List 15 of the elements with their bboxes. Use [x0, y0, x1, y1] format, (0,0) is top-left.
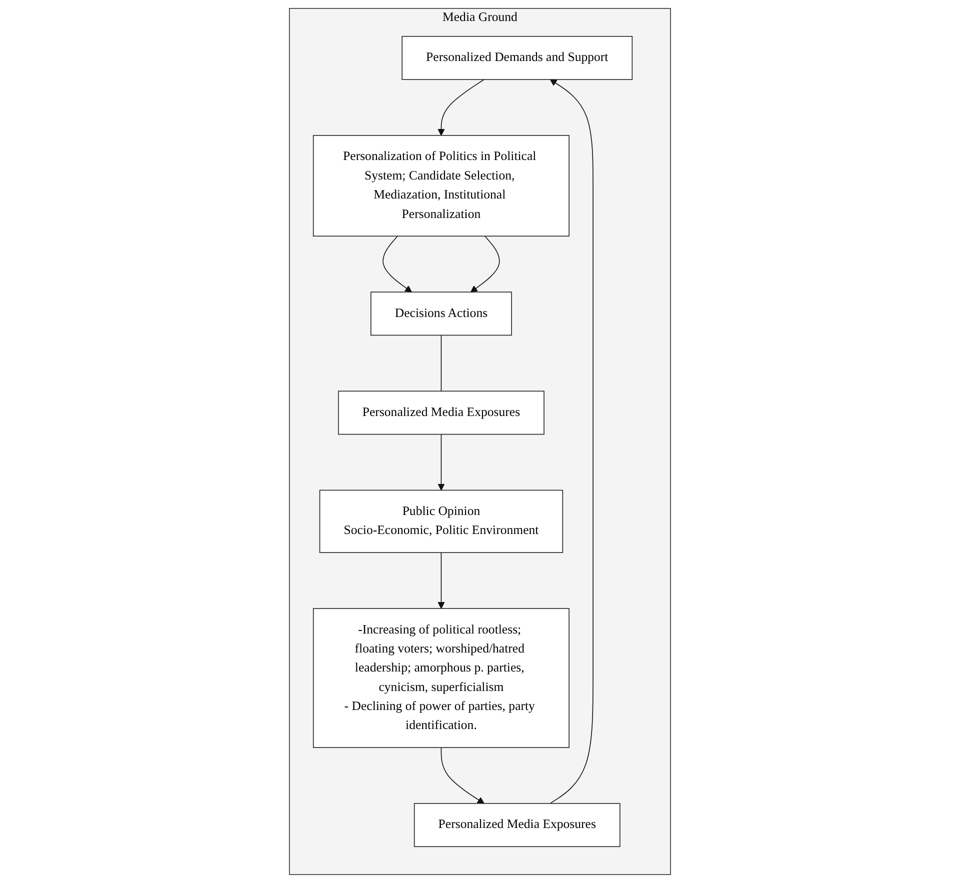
- node-box: Decisions Actions: [370, 292, 512, 336]
- arrow: [437, 434, 444, 491]
- arrow: [470, 236, 500, 292]
- node-box: Personalized Media Exposures: [413, 803, 620, 848]
- arrow: [437, 79, 484, 136]
- node-box: Personalized Media Exposures: [338, 390, 544, 435]
- connector: [440, 334, 442, 392]
- node-box: -Increasing of political rootless; floating voters; worshiped/hatred leadership; amorphous p. parties, cynicism, superficialism - Declining of power of parties, party identification.: [312, 608, 569, 748]
- node-box: Personalized Demands and Support: [401, 36, 632, 80]
- arrow: [437, 552, 444, 609]
- node-box: Personalization of Politics in Political System; Candidate Selection, Mediazation, Institutional Personalization: [312, 135, 569, 237]
- node-box: Public Opinion Socio-Economic, Politic Environment: [318, 490, 563, 553]
- arrow: [382, 236, 412, 292]
- arrow: [440, 747, 484, 804]
- arrow: [549, 79, 593, 804]
